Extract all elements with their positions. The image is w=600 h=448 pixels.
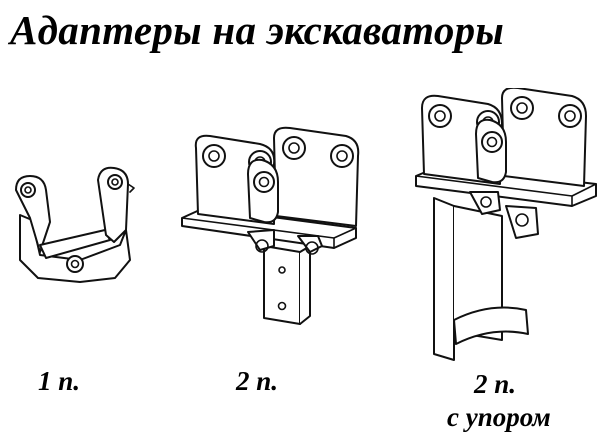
adapter-3-caption: 2 п.	[474, 369, 517, 399]
page-title: Адаптеры на экскаваторы	[10, 7, 505, 53]
adapter-1-pin-drawing	[10, 160, 140, 290]
adapter-2-pin-drawing	[178, 120, 360, 330]
adapter-3-subcaption: с упором	[447, 402, 551, 432]
adapter-1-caption: 1 п.	[38, 366, 81, 396]
adapter-2-pin-with-stop-drawing	[410, 88, 598, 362]
adapter-2-caption: 2 п.	[236, 366, 279, 396]
